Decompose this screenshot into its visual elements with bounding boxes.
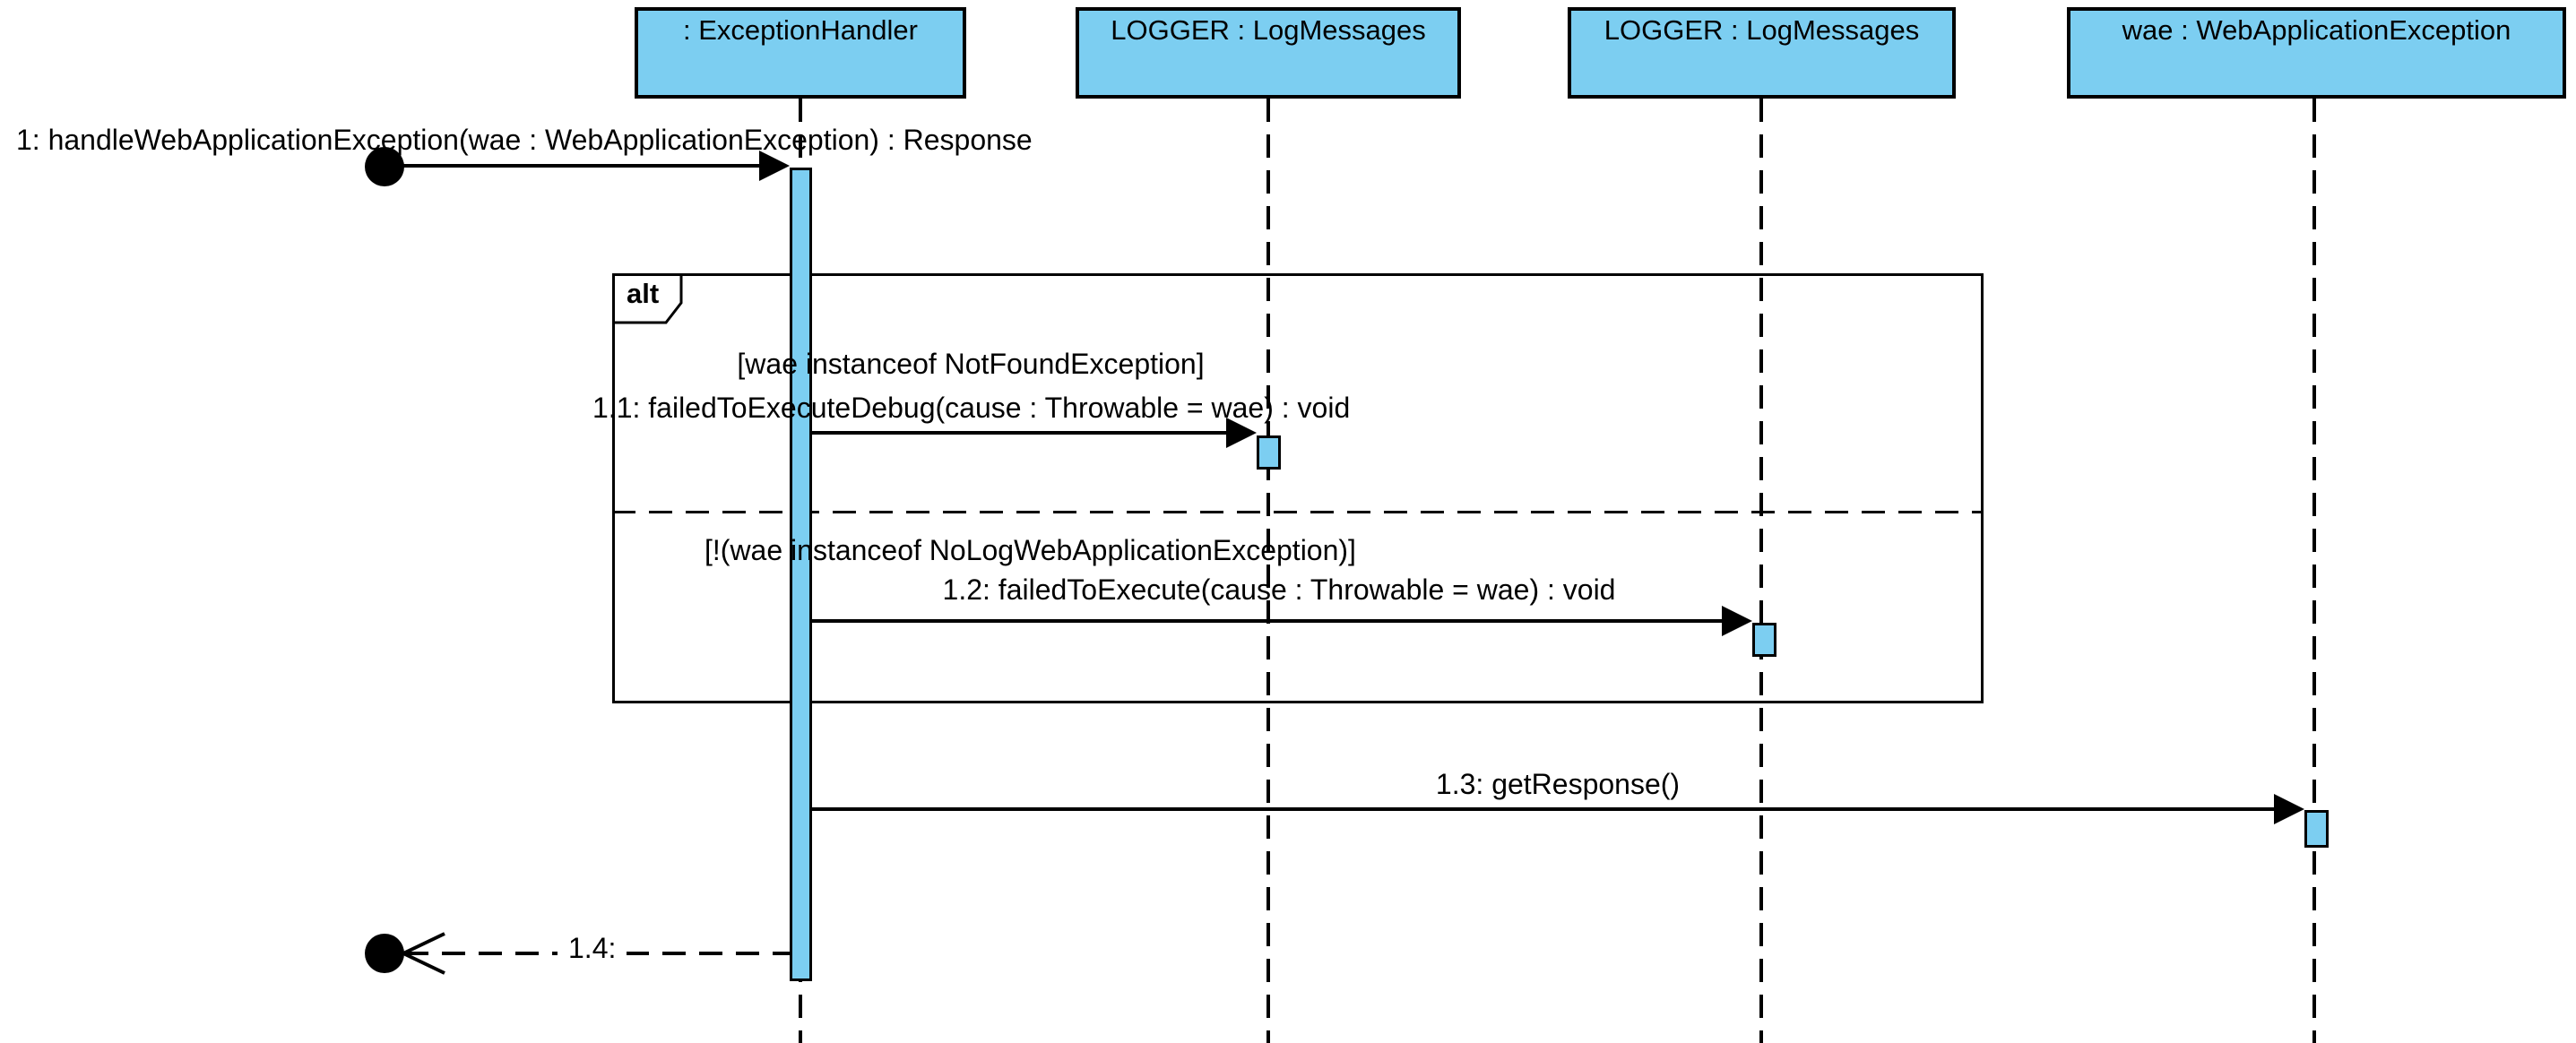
alt-fragment-separator: [612, 511, 1984, 513]
activation-exception-handler: [790, 168, 812, 981]
found-message-circle-icon: [365, 147, 404, 186]
message-1-line: [403, 164, 762, 168]
lifeline-head-label: LOGGER : LogMessages: [1604, 14, 1920, 46]
message-1-1-line: [812, 431, 1228, 435]
sync-arrowhead-icon: [2274, 794, 2304, 824]
sync-arrowhead-icon: [759, 151, 790, 181]
message-1-3-line: [812, 807, 2277, 811]
sync-arrowhead-icon: [1226, 418, 1257, 448]
lifeline-head-label: : ExceptionHandler: [683, 14, 918, 46]
lifeline-head-logger-1: LOGGER : LogMessages: [1076, 7, 1461, 99]
alt-fragment-frame: [612, 273, 1984, 703]
lifeline-logger-1: [1266, 99, 1270, 1043]
lifeline-wae: [2312, 99, 2316, 1043]
message-1-4-label: 1.4:: [558, 932, 627, 965]
return-endpoint-circle-icon: [365, 934, 404, 973]
guard-condition-2: [!(wae instanceof NoLogWebApplicationExc…: [705, 534, 1356, 566]
message-1-label: 1: handleWebApplicationException(wae : W…: [16, 124, 1033, 156]
sync-arrowhead-icon: [1722, 606, 1752, 636]
lifeline-head-wae: wae : WebApplicationException: [2067, 7, 2566, 99]
lifeline-logger-2: [1759, 99, 1763, 1043]
message-1-3-label: 1.3: getResponse(): [1435, 768, 1681, 800]
alt-operator-label: alt: [627, 278, 660, 309]
lifeline-head-label: wae : WebApplicationException: [2122, 14, 2511, 46]
message-1-2-line: [812, 619, 1725, 623]
lifeline-head-logger-2: LOGGER : LogMessages: [1568, 7, 1956, 99]
lifeline-head-exception-handler: : ExceptionHandler: [635, 7, 966, 99]
lifeline-head-label: LOGGER : LogMessages: [1111, 14, 1426, 46]
activation-logger-2: [1752, 623, 1776, 657]
message-1-2-label: 1.2: failedToExecute(cause : Throwable =…: [942, 573, 1616, 606]
return-arrowhead-icon: [400, 932, 445, 975]
guard-condition-1: [wae instanceof NotFoundException]: [737, 348, 1205, 380]
message-1-1-label: 1.1: failedToExecuteDebug(cause : Throwa…: [592, 392, 1351, 424]
activation-wae: [2304, 810, 2329, 848]
activation-logger-1: [1257, 435, 1281, 470]
